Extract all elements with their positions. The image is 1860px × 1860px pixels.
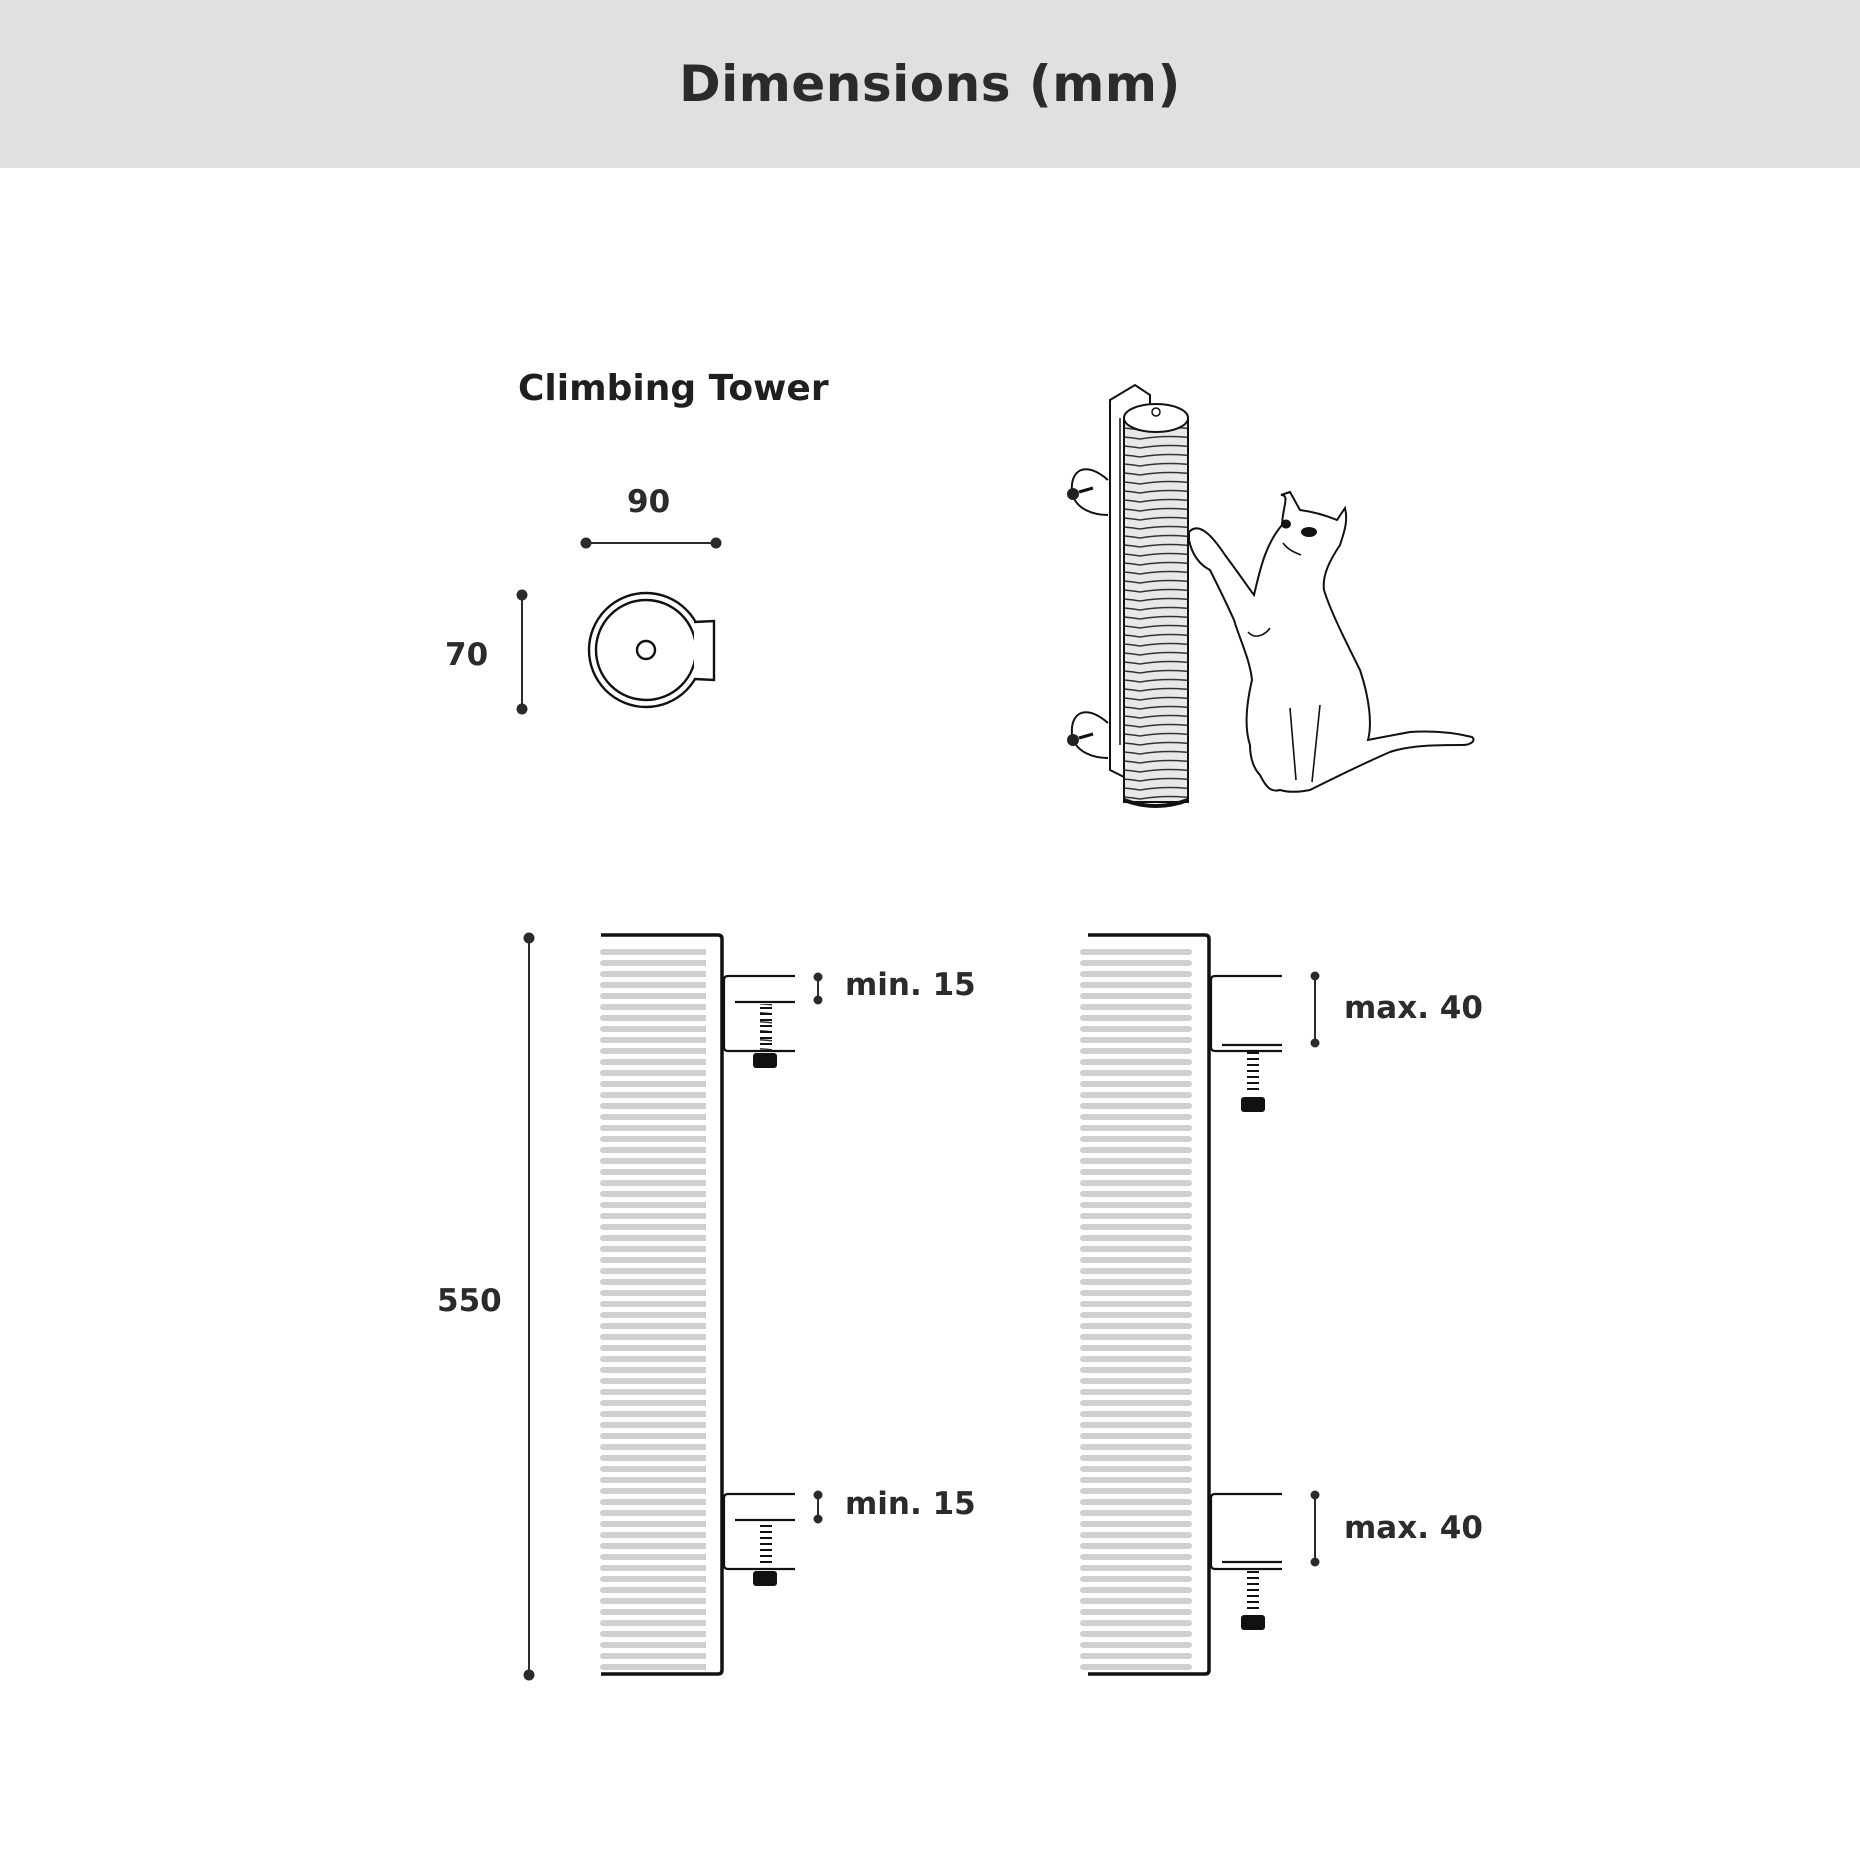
depth-dimension-label: 70 <box>445 637 489 673</box>
top-view-outline <box>587 591 716 709</box>
page-title: Dimensions (mm) <box>679 55 1181 113</box>
max-clamp-top-label: max. 40 <box>1344 990 1483 1026</box>
height-dimension-line <box>523 932 535 1681</box>
min-clamp-bottom-label: min. 15 <box>845 1486 976 1522</box>
side-view-max <box>1080 933 1320 1676</box>
header-bar: Dimensions (mm) <box>0 0 1860 168</box>
tower-illustration <box>1067 383 1189 808</box>
depth-dimension-line <box>516 589 528 715</box>
width-dimension-line <box>580 537 722 549</box>
side-view-min <box>593 933 823 1676</box>
width-dimension-label: 90 <box>627 484 671 520</box>
height-dimension-label: 550 <box>437 1283 502 1319</box>
max-clamp-bottom-label: max. 40 <box>1344 1510 1483 1546</box>
min-clamp-top-label: min. 15 <box>845 967 976 1003</box>
product-title: Climbing Tower <box>518 368 829 409</box>
cat-illustration <box>1188 490 1475 793</box>
